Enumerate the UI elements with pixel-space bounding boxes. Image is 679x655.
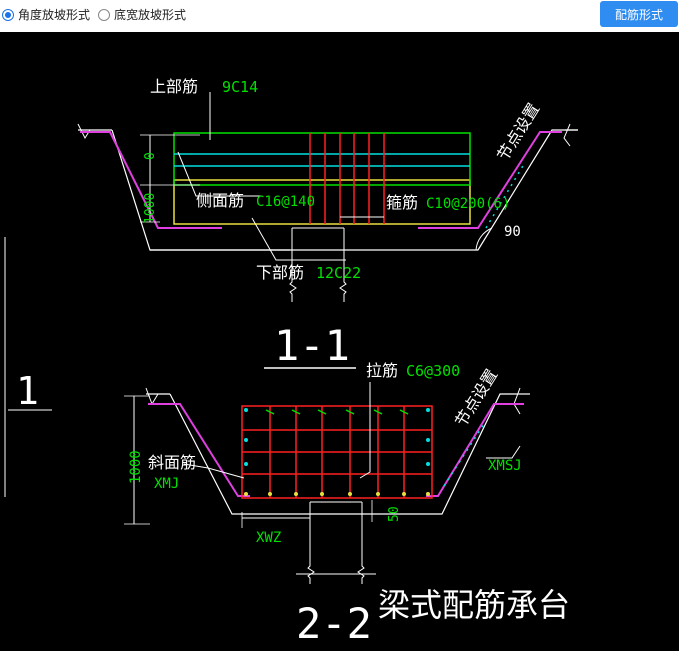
section-title-2-2: 2-2 bbox=[296, 599, 372, 648]
tie-rebar-label: 拉筋 bbox=[366, 361, 398, 380]
column-stub-left bbox=[289, 228, 297, 302]
top-rebar-value: 9C14 bbox=[222, 78, 258, 96]
rebar-dot bbox=[244, 462, 248, 466]
tie-hook bbox=[399, 409, 409, 415]
column-stub-right bbox=[357, 502, 365, 584]
rebar-dot bbox=[348, 492, 352, 496]
beam-bottom-box bbox=[173, 179, 471, 225]
radio-angle-slope-label: 角度放坡形式 bbox=[18, 8, 91, 22]
toolbar: 角度放坡形式 底宽放坡形式 配筋形式 bbox=[0, 0, 679, 32]
tie-rebar-value: C6@300 bbox=[406, 362, 460, 380]
leader-tie-rebar bbox=[359, 382, 371, 479]
dim-zero-text: 0 bbox=[143, 152, 158, 160]
rebar-dot bbox=[244, 492, 248, 496]
radio-angle-slope[interactable]: 角度放坡形式 bbox=[2, 6, 90, 23]
rebar-dots-yellow bbox=[244, 492, 430, 496]
bottom-rebar-value: 12C22 bbox=[316, 264, 361, 282]
slope-form-options: 角度放坡形式 底宽放坡形式 bbox=[2, 6, 194, 23]
break-symbol-right bbox=[563, 123, 571, 147]
xmsj-text: XMSJ bbox=[488, 458, 522, 474]
cad-canvas: 0 1000 上部筋 9C14 侧面筋 C16@140 箍筋 C10@200(6… bbox=[0, 32, 679, 651]
leader-bottom-rebar bbox=[251, 217, 346, 261]
rebar-dot bbox=[426, 462, 430, 466]
column-stub-right bbox=[339, 228, 347, 302]
rebar-dot bbox=[426, 438, 430, 442]
dim-height-text: 1000 bbox=[143, 193, 158, 224]
slope-rebar-left bbox=[80, 131, 222, 229]
stirrup-label: 箍筋 bbox=[386, 193, 418, 212]
tie-hooks bbox=[265, 409, 409, 415]
radio-bottom-width-slope[interactable]: 底宽放坡形式 bbox=[98, 6, 186, 23]
break-symbol-right bbox=[513, 387, 521, 415]
top-rebar-label: 上部筋 bbox=[150, 77, 198, 96]
cad-drawing: 0 1000 上部筋 9C14 侧面筋 C16@140 箍筋 C10@200(6… bbox=[4, 77, 578, 648]
slope-rebar-value: XMJ bbox=[154, 476, 179, 492]
rebar-dot bbox=[376, 492, 380, 496]
slope-rebar-left bbox=[148, 403, 250, 497]
pit-outline bbox=[169, 393, 516, 515]
section-title-1-1: 1-1 bbox=[274, 321, 350, 370]
rebar-dot bbox=[244, 438, 248, 442]
tie-hook bbox=[345, 409, 355, 415]
node-setting-text: 节点设置 bbox=[493, 100, 543, 164]
leader-xmsj bbox=[486, 445, 521, 459]
side-rebar-value: C16@140 bbox=[256, 194, 315, 210]
dim-50-text: 50 bbox=[387, 506, 402, 522]
tie-hook bbox=[265, 409, 275, 415]
rebar-dot bbox=[268, 492, 272, 496]
rebar-grid bbox=[241, 405, 433, 499]
section-2-2: 拉筋 C6@300 斜面筋 XMJ XMSJ XWZ 1000 50 节点设置 … bbox=[124, 361, 530, 648]
tie-hook bbox=[291, 409, 301, 415]
rebar-dot bbox=[426, 408, 430, 412]
pit-outline bbox=[111, 129, 578, 251]
column-stub-left bbox=[307, 502, 315, 584]
rebar-dot bbox=[244, 408, 248, 412]
beam-top-box bbox=[173, 132, 471, 186]
marker-text: 1 bbox=[16, 369, 39, 413]
leader-side-rebar bbox=[177, 151, 262, 197]
tie-hook bbox=[317, 409, 327, 415]
radio-selected-icon[interactable] bbox=[2, 8, 14, 21]
radio-unselected-icon[interactable] bbox=[98, 8, 111, 21]
node-dots bbox=[443, 423, 485, 487]
dim-height-text: 1000 bbox=[128, 450, 144, 484]
stirrup-value: C10@200(6) bbox=[426, 196, 510, 212]
drawing-caption: 梁式配筋承台 bbox=[378, 586, 570, 624]
leader-slope-rebar bbox=[183, 463, 245, 479]
side-rebar-label: 侧面筋 bbox=[196, 191, 244, 210]
rebar-dot bbox=[426, 492, 430, 496]
section-1-1: 0 1000 上部筋 9C14 侧面筋 C16@140 箍筋 C10@200(6… bbox=[77, 77, 578, 370]
rebar-dots-cyan bbox=[244, 408, 430, 466]
rebar-dot bbox=[320, 492, 324, 496]
slope-rebar-label: 斜面筋 bbox=[148, 453, 196, 472]
left-marker: 1 bbox=[4, 237, 52, 497]
xwz-text: XWZ bbox=[256, 530, 281, 546]
tie-hook bbox=[373, 409, 383, 415]
rebar-dot bbox=[294, 492, 298, 496]
stirrups-1-1 bbox=[309, 133, 385, 224]
rebar-dot bbox=[402, 492, 406, 496]
config-rebar-button[interactable]: 配筋形式 bbox=[600, 1, 678, 27]
bottom-rebar-label: 下部筋 bbox=[256, 263, 304, 282]
slope-rebar-right bbox=[418, 131, 562, 229]
angle-arc bbox=[475, 227, 493, 251]
radio-bottom-width-slope-label: 底宽放坡形式 bbox=[114, 8, 187, 22]
angle-text: 90 bbox=[504, 224, 521, 240]
